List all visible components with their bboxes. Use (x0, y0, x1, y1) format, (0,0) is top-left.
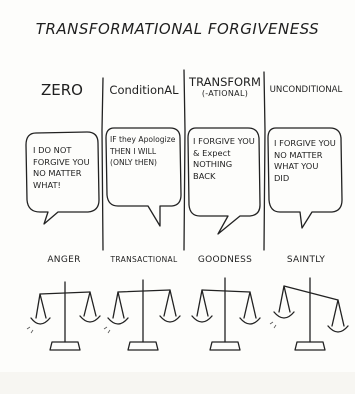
column-heading-text: ConditionAL (109, 83, 179, 97)
speech-bubble-text: I DO NOT FORGIVE YOU NO MATTER WHAT! (33, 145, 90, 190)
speech-bubble-text: I FORGIVE YOU & Expect NOTHING BACK (193, 136, 255, 181)
balance-scale-icon (30, 281, 101, 351)
emotion-label: GOODNESS (197, 255, 253, 265)
column-heading-zero: ZERO (22, 81, 102, 99)
speech-bubble-text: I FORGIVE YOU NO MATTER WHAT YOU DID (274, 138, 336, 183)
speech-bubble-text: IF they Apologize THEN I WILL (ONLY tHEN… (110, 135, 176, 167)
balance-scale-icon (107, 279, 181, 351)
column-heading-text: TRANSFORM (189, 75, 261, 89)
column-heading-unconditional: UNCONDITIONAL (266, 84, 346, 96)
speech-bubble (25, 131, 100, 225)
balance-scale-icon (273, 277, 349, 351)
speech-bubble (105, 127, 182, 227)
speech-bubble (187, 127, 261, 235)
column-divider (263, 71, 266, 251)
emotion-label: ANGER (47, 255, 81, 265)
column-heading-text: ZERO (41, 81, 83, 99)
column-heading-conditional: ConditionAL (104, 84, 184, 96)
column-divider (101, 77, 104, 251)
speech-bubble (267, 127, 343, 229)
page-title: TRANSFORMATIONAL FORGIVENESS (35, 20, 320, 38)
emotion-label: TRANSACTIONAL (110, 255, 178, 264)
emotion-label: SAINTLY (286, 255, 326, 265)
balance-scale-icon (191, 277, 261, 351)
column-subheading-text: (-ATIONAL) (201, 89, 249, 98)
page-bottom-edge (0, 372, 355, 394)
column-divider (183, 69, 186, 251)
column-heading-text: UNCONDITIONAL (269, 85, 343, 95)
column-heading-transformational: TRANSFORM (-ATIONAL) (185, 76, 265, 100)
